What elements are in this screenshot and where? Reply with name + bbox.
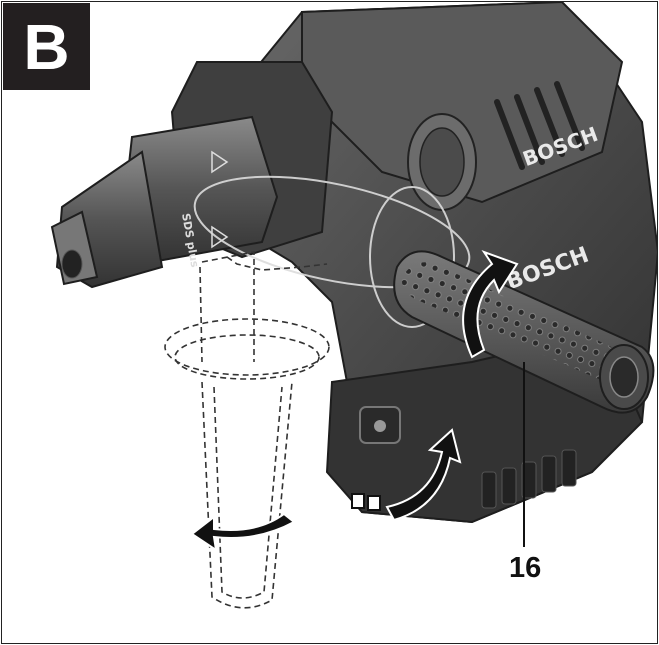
handle-ghost-outline	[164, 251, 330, 609]
rotation-arrow-handle	[462, 250, 519, 359]
rotation-arrow-ghost	[190, 512, 296, 553]
callout-number-16: 16	[509, 552, 542, 584]
handle-clamp-band	[193, 175, 471, 328]
auxiliary-handle	[393, 250, 655, 414]
panel-letter-badge: B	[3, 3, 90, 90]
tool-holder-chuck: SDS plus	[50, 61, 334, 289]
rotation-arrow-lower	[351, 428, 462, 522]
